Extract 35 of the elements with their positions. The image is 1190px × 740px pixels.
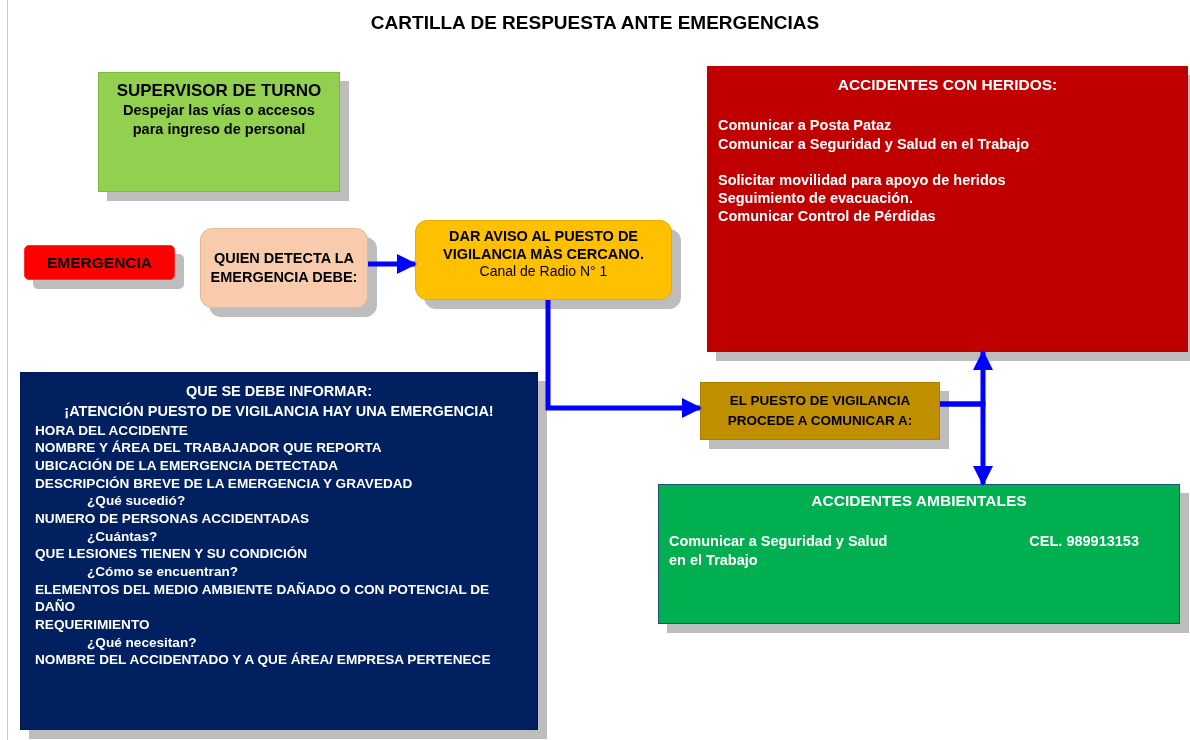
arrow [368,254,417,274]
box-text: HORA DEL ACCIDENTE [35,421,189,440]
box-text: QUE LESIONES TIENEN Y SU CONDICIÓN [35,545,309,563]
box-text: Seguimiento de evacuación. [718,188,914,207]
box-text: ¿Cómo se encuentran? [87,562,240,581]
box-text: NOMBRE Y ÁREA DEL TRABAJADOR QUE REPORTA [35,439,383,457]
box-heading: ACCIDENTES CON HERIDOS: [836,75,1059,95]
box-text: Solicitar movilidad para apoyo de heridos [718,170,1007,189]
box-text: Canal de Radio N° 1 [478,263,609,281]
arrow [545,300,702,418]
box-text: ¿Cuántas? [87,527,159,546]
box-text: Comunicar a Posta Pataz [718,116,893,135]
arrow [940,401,993,486]
title: CARTILLA DE RESPUESTA ANTE EMERGENCIAS [369,12,821,34]
box-heading: SUPERVISOR DE TURNO [115,81,323,102]
box-text: ¿Qué necesitan? [87,633,198,652]
box-text: EMERGENCIA [45,252,154,273]
box-heading: QUE SE DEBE INFORMAR: [184,382,374,401]
box-text: QUIEN DETECTA LA EMERGENCIA DEBE: [209,249,359,287]
box-heading: DAR AVISO AL PUESTO DE VIGILANCIA MÀS CERCANO. [442,227,645,264]
box-text: DESCRIPCIÓN BREVE DE LA EMERGENCIA Y GRAVEDAD [35,474,414,493]
box-text: NOMBRE DEL ACCIDENTADO Y A QUE ÁREA/ EMPRESA PERTENECE [35,651,492,669]
box-text: Comunicar Control de Pérdidas [718,206,937,225]
box-text: ¡ATENCIÓN PUESTO DE VIGILANCIA HAY UNA EMERGENCIA! [63,401,495,422]
box-text: CEL. 989913153 [1029,532,1139,551]
box-text: Comunicar a Seguridad y Salud en el Trabajo [718,134,1031,153]
box-text: NUMERO DE PERSONAS ACCIDENTADAS [35,509,311,528]
box-text: EL PUESTO DE VIGILANCIA PROCEDE A COMUNICAR A: [726,391,914,430]
box-heading: ACCIDENTES AMBIENTALES [810,491,1028,511]
box-text: REQUERIMIENTO [35,616,151,634]
box-text: UBICACIÓN DE LA EMERGENCIA DETECTADA [35,456,340,475]
box-text: ¿Qué sucedió? [87,492,187,510]
box-text: Comunicar a Seguridad y Salud en el Trabajo [669,532,889,569]
box-text: ELEMENTOS DEL MEDIO AMBIENTE DAÑADO O CON POTENCIAL DE DAÑO [35,580,491,616]
box-text: Despejar las vías o accesos para ingreso de personal [122,101,316,140]
